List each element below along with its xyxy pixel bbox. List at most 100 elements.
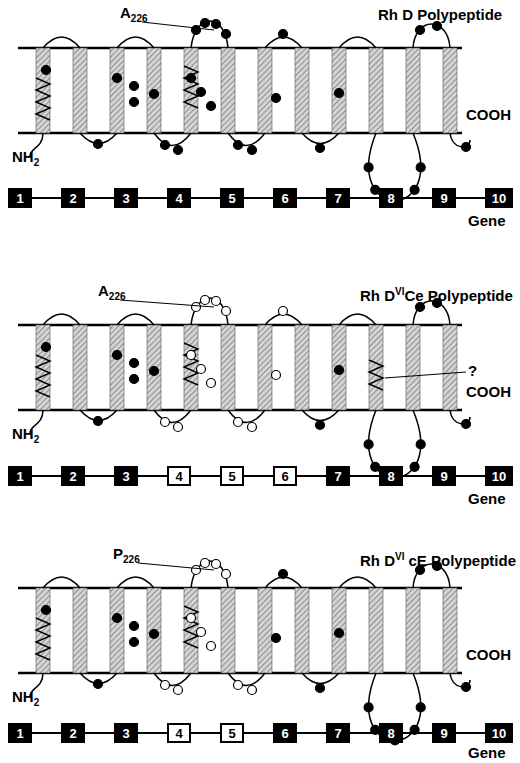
residue-label: A226 [120,4,148,28]
residue-dots [42,343,159,426]
exon-number: 2 [69,726,76,741]
terminus-label: NH2 [12,425,39,449]
residue-label: A226 [98,282,126,306]
residue-label-text: P [113,545,123,562]
exon-number: 4 [175,726,182,741]
intron-line [244,475,273,477]
exon-number: 4 [175,191,182,206]
intron-line [244,197,273,199]
intron-line [138,732,167,734]
residue-dots [316,22,471,206]
membrane-topology [18,298,470,478]
terminus-label-text: 2 [34,697,40,708]
residue-dots [161,559,257,695]
exon-number: 2 [69,469,76,484]
exon-box: 1 [8,723,32,743]
exon-number: 7 [334,469,341,484]
exon-number: 9 [440,191,447,206]
exon-box: 2 [61,723,85,743]
gene-label: Gene [468,212,506,230]
terminus-label-text: COOH [466,106,511,123]
helix-zigzag [369,360,383,390]
gene-label: Gene [468,744,506,762]
terminus-label: COOH [466,383,511,401]
exon-box: 1 [8,188,32,208]
residue-label-text: A [120,4,131,21]
terminus-label: NH2 [12,148,39,172]
residue-dots [272,307,288,380]
exon-box: 1 [8,466,32,486]
exon-number: 2 [69,191,76,206]
leader-line [138,563,214,570]
panel-title: Rh DVICe Polypeptide [360,283,513,305]
exon-box: 9 [432,188,456,208]
panel-title-text: VI [395,286,404,297]
intron-line [403,197,432,199]
rhd-membrane-panel [18,19,471,206]
intron-line [350,732,379,734]
intron-line [138,475,167,477]
terminus-label: COOH [466,106,511,124]
leader-line [120,300,214,307]
exon-box: 3 [114,723,138,743]
exon-box: 7 [326,188,350,208]
intron-line [456,732,485,734]
terminus-label: COOH [466,646,511,664]
exon-number: 5 [228,726,235,741]
exon-box: 10 [485,723,513,743]
exon-box: 8 [379,723,403,743]
residue-label-text: 226 [131,13,148,24]
dvice2-membrane-panel [18,559,471,746]
terminus-label-text: NH [12,148,34,165]
exon-number: 3 [122,726,129,741]
exon-box: 9 [432,466,456,486]
intron-line [138,197,167,199]
intron-line [297,732,326,734]
residue-dots [316,299,471,483]
exon-box: 5 [220,188,244,208]
exon-number: 7 [334,191,341,206]
exon-number: 3 [122,191,129,206]
terminus-label-text: NH [12,688,34,705]
exon-number: 8 [387,191,394,206]
intron-line [191,475,220,477]
panel-title-text: Rh D [360,287,395,304]
residue-label-text: 226 [109,291,126,302]
question-mark-text: ? [468,362,477,379]
residue-label-text: 226 [123,554,140,565]
exon-box: 2 [61,466,85,486]
exon-box: 4 [167,723,191,743]
residue-label: P226 [113,545,140,569]
residue-dots [161,296,257,432]
terminus-label: NH2 [12,688,39,712]
exon-box: 10 [485,188,513,208]
exon-number: 4 [175,469,182,484]
exon-number: 1 [16,191,23,206]
exon-box: 9 [432,723,456,743]
leader-line [142,22,214,30]
exon-box: 10 [485,466,513,486]
gene-label: Gene [468,490,506,508]
exon-number: 3 [122,469,129,484]
panel-title: Rh D Polypeptide [378,6,502,24]
terminus-label-text: NH [12,425,34,442]
residue-label-text: A [98,282,109,299]
exon-box: 7 [326,466,350,486]
exon-box: 3 [114,188,138,208]
intron-line [191,197,220,199]
exon-box: 5 [220,466,244,486]
terminus-label-text: COOH [466,646,511,663]
membrane-topology [18,21,470,201]
terminus-label-text: 2 [34,157,40,168]
exon-number: 10 [492,191,506,206]
intron-line [350,475,379,477]
panel-title-text: cE Polypeptide [408,552,516,569]
residue-dots [316,562,471,746]
exon-number: 6 [281,469,288,484]
residue-dots [161,19,257,155]
intron-line [350,197,379,199]
intron-line [85,732,114,734]
terminus-label-text: COOH [466,383,511,400]
